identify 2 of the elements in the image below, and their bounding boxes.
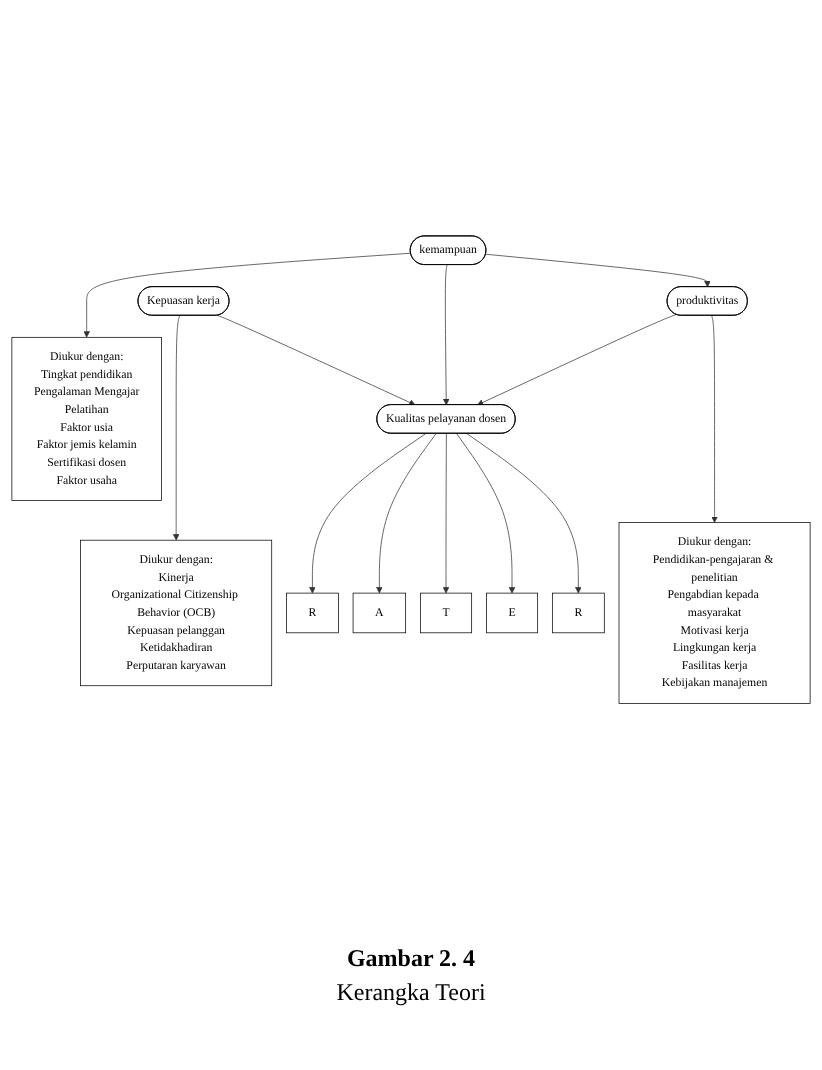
figure-caption: Gambar 2. 4 bbox=[344, 944, 478, 974]
caption-text: Kerangka Teori bbox=[334, 978, 488, 1008]
